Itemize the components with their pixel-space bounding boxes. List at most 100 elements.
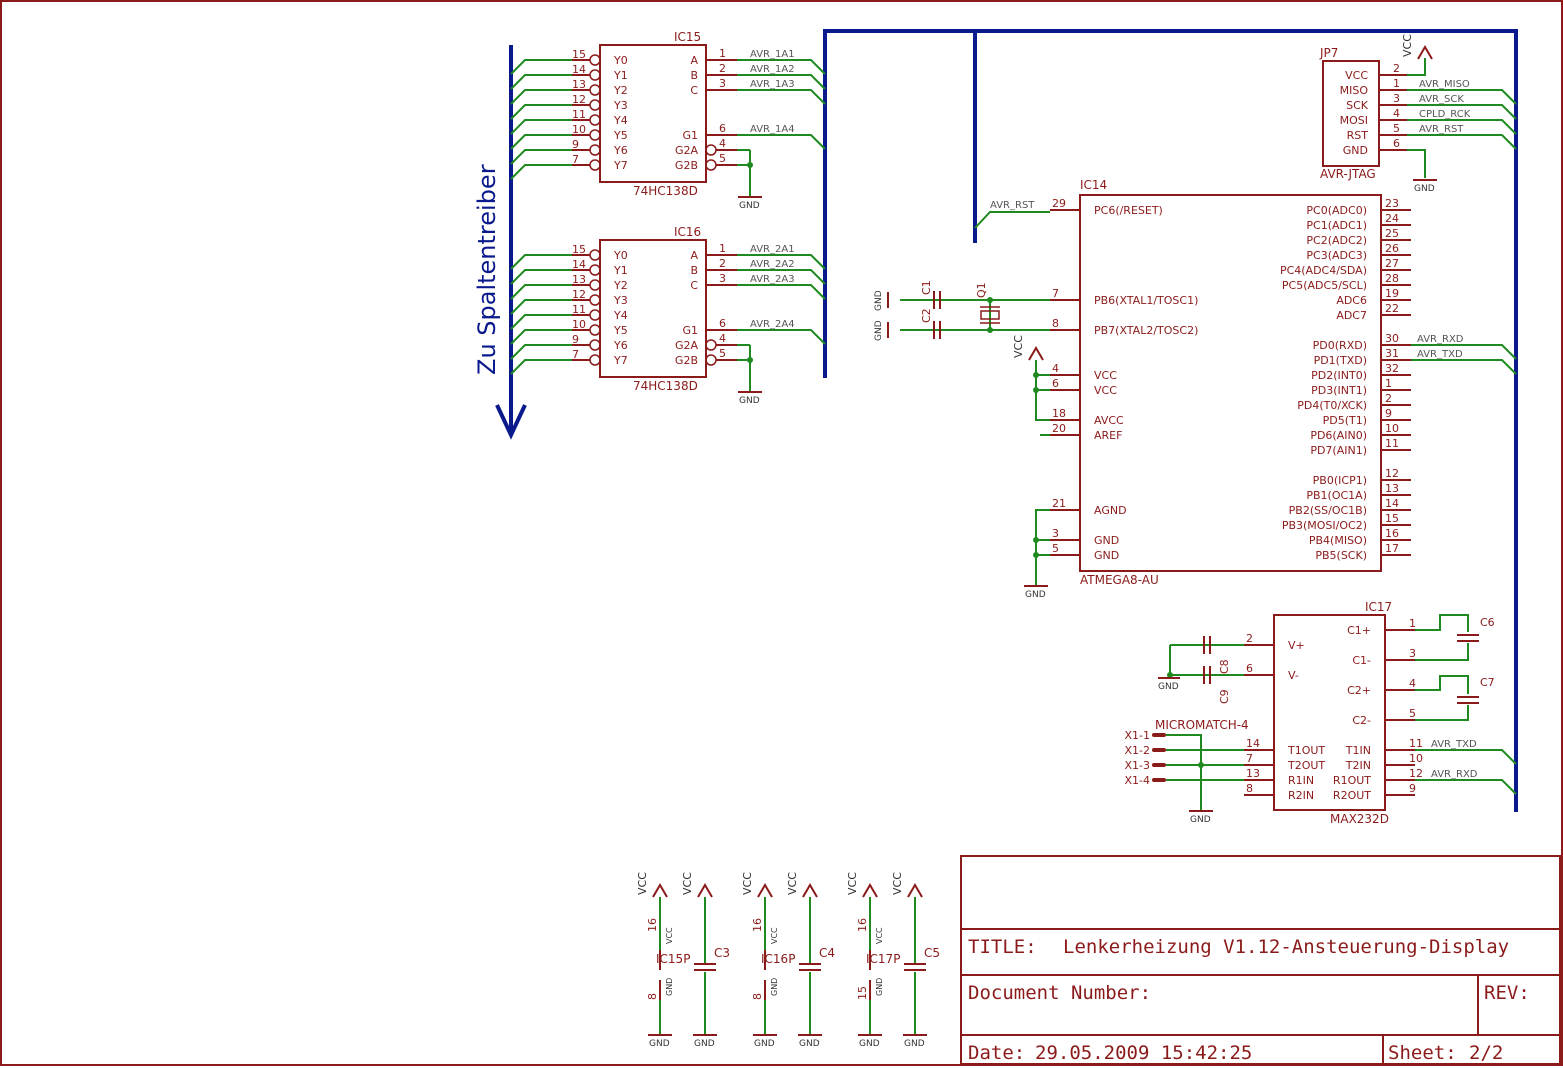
pin-label: Y4: [613, 114, 628, 127]
ic-power-name: IC17P: [866, 952, 900, 966]
connector-pin: [1152, 778, 1166, 782]
gnd-label: GND: [1414, 184, 1435, 194]
cap-name: C2: [920, 308, 933, 323]
inverter-bubble: [705, 159, 717, 171]
net-wire: [737, 134, 826, 150]
pin-label: PB5(SCK): [1315, 549, 1367, 562]
pin-number: 23: [1385, 197, 1399, 210]
cap-name: C5: [924, 946, 940, 960]
net-wire: [1407, 104, 1517, 120]
net-wire: [1407, 89, 1517, 105]
output-wire: [510, 149, 572, 165]
inverter-bubble: [589, 294, 601, 306]
output-wire: [510, 344, 572, 360]
pin-label: T2IN: [1345, 759, 1371, 772]
net-wire: [737, 269, 826, 285]
pin-label: PD7(AIN1): [1310, 444, 1367, 457]
gnd-label: GND: [754, 1039, 775, 1049]
pin-label: GND: [770, 978, 779, 996]
pin-number: 2: [1385, 392, 1392, 405]
pin-label: C2-: [1352, 714, 1371, 727]
wire: [1035, 509, 1050, 585]
pin-number: 2: [1393, 62, 1400, 75]
doc-number-label: Document Number:: [968, 982, 1151, 1004]
inverter-bubble: [589, 129, 601, 141]
pin-number: 30: [1385, 332, 1399, 345]
pin-label: Y5: [613, 324, 628, 337]
ic-name: IC15: [674, 30, 701, 44]
crystal-body: [980, 310, 1000, 320]
pin-number: 14: [572, 63, 586, 76]
ic-body: [599, 239, 707, 378]
pin-label: T1IN: [1345, 744, 1371, 757]
output-wire: [510, 164, 572, 180]
pin-label: Y7: [613, 159, 628, 172]
pin-label: GND: [1094, 549, 1119, 562]
pin-number: 11: [1385, 437, 1399, 450]
bus-label: Zu Spaltentreiber: [473, 164, 501, 375]
net-wire: [1407, 134, 1517, 150]
pin-number: 21: [1052, 497, 1066, 510]
pin-number: 4: [1052, 362, 1059, 375]
gnd-label: GND: [799, 1039, 820, 1049]
inverter-bubble: [589, 264, 601, 276]
ic-type: ATMEGA8-AU: [1080, 573, 1159, 587]
pin-number: 3: [719, 272, 726, 285]
pin-number: 13: [1246, 767, 1260, 780]
pin-label: PB2(SS/OC1B): [1289, 504, 1367, 517]
pin-label: AGND: [1094, 504, 1127, 517]
net-wire: [737, 254, 826, 270]
pin-number: 31: [1385, 347, 1399, 360]
net-label: AVR_2A2: [750, 259, 795, 270]
pin-number: 16: [1385, 527, 1399, 540]
wire: [1415, 643, 1469, 661]
pin-number: 1: [1385, 377, 1392, 390]
net-label: AVR_1A1: [750, 49, 795, 60]
pin-number: 26: [1385, 242, 1399, 255]
cap-name: C9: [1218, 689, 1231, 704]
net-wire: [737, 59, 826, 75]
pin-label: Y2: [613, 84, 628, 97]
pin-number: 27: [1385, 257, 1399, 270]
junction-dot: [987, 327, 993, 333]
net-label: AVR_TXD: [1417, 349, 1463, 360]
pin-label: C: [690, 84, 698, 97]
pin-number: 20: [1052, 422, 1066, 435]
pin-label: GND: [1343, 144, 1368, 157]
mcu-ic14: IC14ATMEGA8-AU29PC6(/RESET)7PB6(XTAL1/TO…: [874, 178, 1517, 600]
pin-number: 32: [1385, 362, 1399, 375]
gnd-label: GND: [859, 1039, 880, 1049]
pin-number: 5: [1409, 707, 1416, 720]
inverter-bubble: [589, 354, 601, 366]
pin-number: 9: [1385, 407, 1392, 420]
pin-label: Y0: [613, 54, 628, 67]
pin-label: Y1: [613, 264, 628, 277]
pin-label: Y0: [613, 249, 628, 262]
cap-name: C4: [819, 946, 835, 960]
date-value: 29.05.2009 15:42:25: [1035, 1042, 1252, 1064]
connector-pin: [1152, 763, 1166, 767]
pin-label: PD4(T0/XCK): [1297, 399, 1367, 412]
pin-label: G2B: [675, 159, 698, 172]
pin-number: 9: [1409, 782, 1416, 795]
inverter-bubble: [589, 114, 601, 126]
vcc-label: VCC: [681, 872, 694, 895]
pin-label: Y5: [613, 129, 628, 142]
junction-dot: [1167, 672, 1173, 678]
pin-number: 9: [572, 333, 579, 346]
pin-label: VCC: [875, 927, 884, 944]
inverter-bubble: [589, 339, 601, 351]
pin-label: G2B: [675, 354, 698, 367]
pin-label: Y6: [613, 144, 628, 157]
pin-label: PC4(ADC4/SDA): [1280, 264, 1367, 277]
vcc-symbol: [1028, 346, 1044, 361]
pin-number: 14: [1385, 497, 1399, 510]
cap-name: C7: [1480, 676, 1495, 689]
pin-label: Y3: [613, 294, 628, 307]
pin-number: 6: [719, 317, 726, 330]
title-block: TITLE: Lenkerheizung V1.12-Ansteuerung-D…: [960, 855, 1561, 1065]
